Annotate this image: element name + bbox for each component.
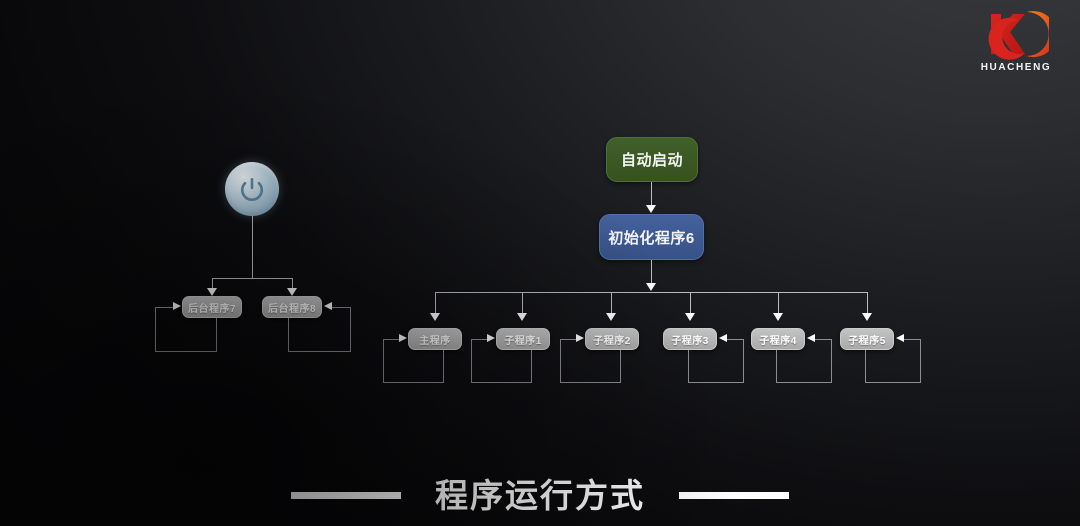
arrowhead-sub2	[606, 313, 616, 321]
node-sub-program-5[interactable]: 子程序5	[840, 328, 894, 350]
node-sub-program-4[interactable]: 子程序4	[751, 328, 805, 350]
node-init-program-6[interactable]: 初始化程序6	[599, 214, 704, 260]
arrowhead-init	[646, 283, 656, 291]
loop-bg8-in	[331, 307, 351, 308]
loop-bg8-down	[288, 318, 289, 351]
loop-sub4-bottom	[776, 382, 832, 383]
loop-main-in	[383, 339, 401, 340]
node-background-program-7[interactable]: 后台程序7	[182, 296, 242, 318]
loop-bg7-up	[155, 307, 156, 352]
connector-drop-sub2	[611, 292, 612, 314]
connector-autostart-down	[651, 182, 652, 206]
loop-sub1-bottom	[471, 382, 532, 383]
loop-sub4-down	[776, 350, 777, 382]
loop-sub3-up	[743, 339, 744, 383]
loop-sub5-in	[903, 339, 921, 340]
arrowhead-loop-sub3	[719, 334, 727, 342]
loop-bg8-bottom	[288, 351, 350, 352]
title-rule-left	[291, 492, 401, 499]
arrowhead-loop-sub4	[807, 334, 815, 342]
power-button-icon[interactable]	[225, 162, 279, 216]
loop-sub1-up	[471, 339, 472, 383]
arrowhead-sub1	[517, 313, 527, 321]
arrowhead-loop-sub5	[896, 334, 904, 342]
node-label: 后台程序8	[267, 303, 317, 315]
arrowhead-sub3	[685, 313, 695, 321]
loop-sub3-in	[726, 339, 744, 340]
loop-bg7-down	[216, 318, 217, 351]
loop-sub5-down	[865, 350, 866, 382]
arrowhead-loop-main	[399, 334, 407, 342]
loop-sub1-in	[471, 339, 489, 340]
loop-main-up	[383, 339, 384, 383]
loop-sub3-bottom	[688, 382, 744, 383]
node-label: 子程序4	[759, 335, 797, 347]
arrowhead-main	[430, 313, 440, 321]
arrowhead-bg8	[287, 288, 297, 296]
connector-drop-sub1	[522, 292, 523, 314]
node-label: 子程序1	[504, 335, 542, 347]
connector-drop-sub5	[867, 292, 868, 314]
loop-sub4-in	[814, 339, 832, 340]
huacheng-logo-icon	[988, 11, 1049, 60]
node-label: 子程序5	[848, 335, 886, 347]
connector-main-bus	[435, 292, 868, 293]
page-title: 程序运行方式	[435, 477, 645, 514]
node-label: 初始化程序6	[608, 229, 695, 247]
loop-sub1-down	[531, 350, 532, 382]
node-label: 后台程序7	[187, 303, 237, 315]
loop-bg7-in	[155, 307, 175, 308]
node-sub-program-1[interactable]: 子程序1	[496, 328, 550, 350]
power-symbol-icon	[240, 177, 264, 202]
node-auto-start[interactable]: 自动启动	[606, 137, 698, 182]
loop-main-down	[443, 350, 444, 382]
loop-sub2-in	[560, 339, 578, 340]
connector-drop-bg8	[292, 278, 293, 289]
arrowhead-sub5	[862, 313, 872, 321]
node-label: 子程序3	[671, 335, 709, 347]
loop-main-bottom	[383, 382, 444, 383]
node-label: 主程序	[419, 335, 451, 347]
connector-drop-main	[435, 292, 436, 314]
arrowhead-loop-bg8	[324, 302, 332, 310]
loop-bg8-up	[350, 307, 351, 352]
connector-left-bus	[212, 278, 293, 279]
arrowhead-loop-sub1	[487, 334, 495, 342]
arrowhead-loop-bg7	[173, 302, 181, 310]
loop-sub4-up	[831, 339, 832, 383]
loop-sub5-up	[920, 339, 921, 383]
node-label: 自动启动	[620, 152, 683, 169]
node-background-program-8[interactable]: 后台程序8	[262, 296, 322, 318]
connector-drop-sub4	[778, 292, 779, 314]
connector-power-down	[252, 216, 253, 278]
loop-sub2-bottom	[560, 382, 621, 383]
arrowhead-loop-sub2	[576, 334, 584, 342]
loop-sub5-bottom	[865, 382, 921, 383]
arrowhead-sub4	[773, 313, 783, 321]
node-label: 子程序2	[593, 335, 631, 347]
title-rule-right	[679, 492, 789, 499]
footer-title-block: 程序运行方式	[0, 479, 1080, 512]
loop-bg7-bottom	[155, 351, 217, 352]
node-sub-program-3[interactable]: 子程序3	[663, 328, 717, 350]
loop-sub3-down	[688, 350, 689, 382]
connector-init-down	[651, 260, 652, 284]
brand-logo: HUACHENG	[970, 8, 1062, 82]
brand-name: HUACHENG	[980, 62, 1052, 73]
arrowhead-bg7	[207, 288, 217, 296]
connector-drop-bg7	[212, 278, 213, 289]
connector-drop-sub3	[690, 292, 691, 314]
loop-sub2-up	[560, 339, 561, 383]
loop-sub2-down	[620, 350, 621, 382]
node-main-program[interactable]: 主程序	[408, 328, 462, 350]
arrowhead-autostart	[646, 205, 656, 213]
node-sub-program-2[interactable]: 子程序2	[585, 328, 639, 350]
